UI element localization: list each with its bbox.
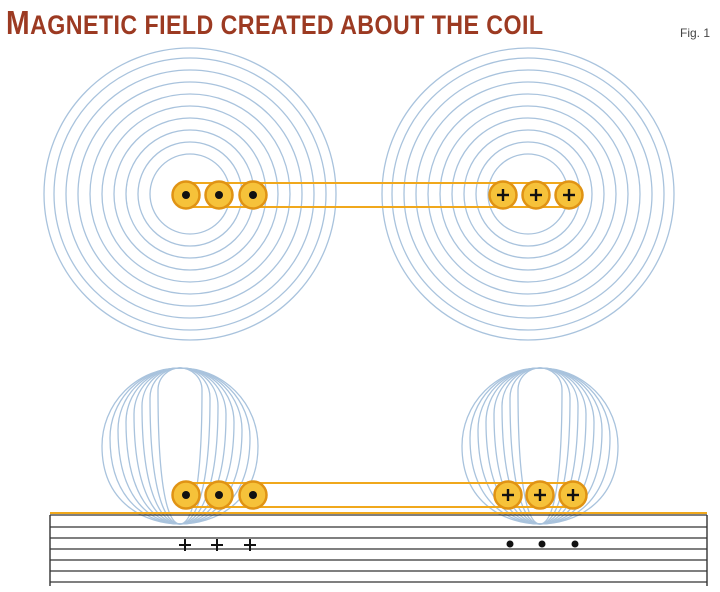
induced-dot xyxy=(506,540,514,548)
diagram-title: MAGNETIC FIELD CREATED ABOUT THE COIL xyxy=(6,4,543,42)
conductive-material xyxy=(49,512,708,586)
figure-label: Fig. 1 xyxy=(679,26,710,40)
top-field-lines-left xyxy=(43,47,337,341)
field-line xyxy=(43,47,337,341)
bottom-coil xyxy=(171,480,588,510)
field-line xyxy=(65,69,315,319)
current-out-dot xyxy=(182,491,190,499)
induced-current-symbols xyxy=(179,539,579,551)
current-out-dot xyxy=(249,191,257,199)
field-loop xyxy=(125,367,235,525)
current-out-dot xyxy=(215,491,223,499)
title-rest: AGNETIC FIELD CREATED ABOUT THE COIL xyxy=(30,10,544,40)
bottom-field-lines-left xyxy=(101,367,259,525)
field-loop xyxy=(149,367,211,525)
current-out-dot xyxy=(215,191,223,199)
field-line xyxy=(451,117,605,271)
induced-dot xyxy=(571,540,579,548)
field-line xyxy=(463,129,593,259)
field-loop xyxy=(109,367,251,525)
induced-dot xyxy=(538,540,546,548)
field-loop xyxy=(485,367,595,525)
field-line xyxy=(381,47,675,341)
field-loop xyxy=(477,367,603,525)
current-out-dot xyxy=(249,491,257,499)
field-line xyxy=(101,105,279,283)
title-initial: M xyxy=(6,4,31,41)
field-loop xyxy=(461,367,619,525)
field-line xyxy=(53,57,327,331)
field-loop xyxy=(101,367,259,525)
field-line xyxy=(403,69,653,319)
field-line xyxy=(77,81,303,307)
top-field-lines-right xyxy=(381,47,675,341)
field-line xyxy=(439,105,617,283)
field-line xyxy=(415,81,641,307)
field-line xyxy=(391,57,665,331)
field-loop xyxy=(469,367,611,525)
top-coil xyxy=(171,180,584,210)
field-line xyxy=(89,93,291,295)
current-out-dot xyxy=(182,191,190,199)
field-line xyxy=(427,93,629,295)
field-loop xyxy=(117,367,243,525)
